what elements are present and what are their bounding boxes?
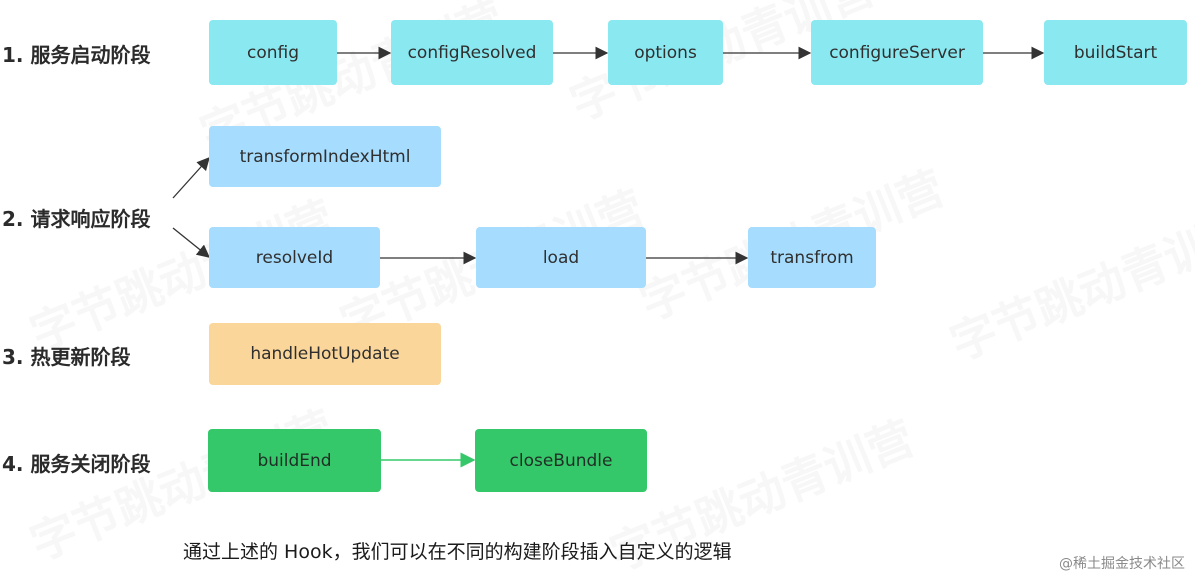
source-credit: @稀土掘金技术社区 xyxy=(1059,556,1185,572)
node-options: options xyxy=(608,20,723,85)
node-configresolved: configResolved xyxy=(391,20,553,85)
stage-label-shutdown: 4. 服务关闭阶段 xyxy=(2,452,151,476)
node-resolveid: resolveId xyxy=(209,227,380,288)
node-transformindexhtml: transformIndexHtml xyxy=(209,126,441,187)
node-buildend: buildEnd xyxy=(208,429,381,492)
watermark: 字节跳动青训营 xyxy=(942,200,1195,372)
arrow-stage2-to-transformindexhtml xyxy=(172,157,210,199)
node-handlehotupdate: handleHotUpdate xyxy=(209,323,441,385)
node-configureserver: configureServer xyxy=(811,20,983,85)
stage-label-startup: 1. 服务启动阶段 xyxy=(2,43,151,67)
node-config: config xyxy=(209,20,337,85)
node-load: load xyxy=(476,227,646,288)
node-buildstart: buildStart xyxy=(1044,20,1187,85)
node-closebundle: closeBundle xyxy=(475,429,647,492)
stage-label-hot-update: 3. 热更新阶段 xyxy=(2,345,131,369)
caption-text: 通过上述的 Hook，我们可以在不同的构建阶段插入自定义的逻辑 xyxy=(183,541,732,563)
node-transfrom: transfrom xyxy=(748,227,876,288)
arrow-stage2-to-resolveid xyxy=(172,227,211,258)
stage-label-request: 2. 请求响应阶段 xyxy=(2,207,151,231)
